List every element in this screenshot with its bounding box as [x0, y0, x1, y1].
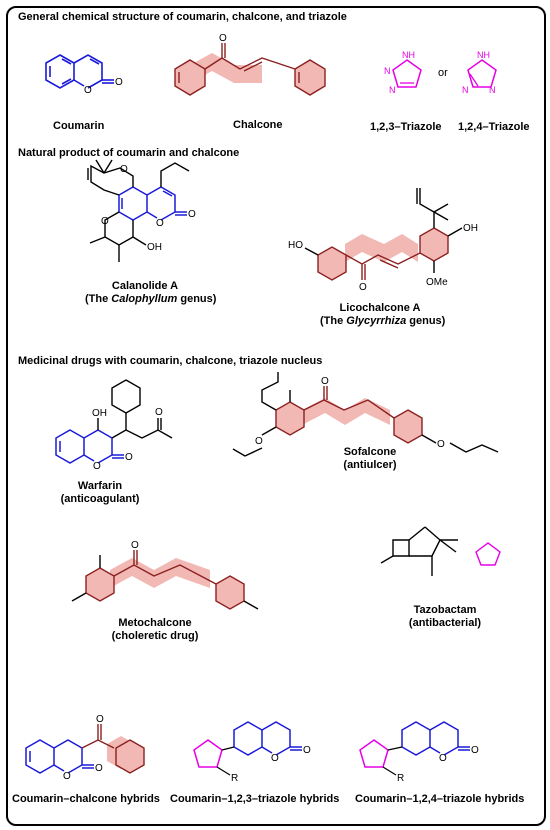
calanolide-ring-o: O — [156, 218, 164, 229]
carbonyl-oxygen-label: O — [115, 77, 123, 88]
hybrid3-ring-o: O — [439, 753, 447, 764]
warfarin-carbonyl-o: O — [125, 452, 133, 463]
triazole-124-nh-label: NH — [477, 50, 490, 60]
tazobactam-name: Tazobactam — [413, 604, 477, 616]
calanolide-name: Calanolide A — [111, 280, 179, 292]
warfarin-oh-label: OH — [92, 408, 107, 419]
warfarin-label: Warfarin (anticoagulant) — [50, 480, 150, 506]
coumarin-123-triazole-hybrid-structure: O O R — [193, 721, 311, 784]
hybrid2-carbonyl-o: O — [303, 745, 311, 756]
triazole-124-structure: NH N N — [462, 50, 497, 95]
calanolide-genus: Calophyllum — [111, 293, 178, 305]
metochalcone-label: Metochalcone (choleretic drug) — [100, 617, 210, 643]
sofalcone-name: Sofalcone — [343, 446, 397, 458]
licochalcone-source-post: genus) — [406, 315, 446, 327]
hybrid-124-label: Coumarin–1,2,4–triazole hybrids — [355, 793, 525, 805]
sofalcone-ether-o: O — [255, 436, 263, 447]
sofalcone-ether-o2: O — [437, 439, 445, 450]
sofalcone-label: Sofalcone (antiulcer) — [330, 446, 410, 472]
triazole-124-n-label: N — [462, 85, 469, 95]
licochalcone-label: Licochalcone A (The Glycyrrhiza genus) — [320, 302, 445, 328]
warfarin-use: (anticoagulant) — [60, 493, 140, 505]
chalcone-structure: O — [174, 33, 326, 96]
tazobactam-structure — [380, 526, 501, 576]
triazole-123-structure: NH N N — [384, 50, 422, 95]
triazole-123-n2-label: N — [389, 85, 396, 95]
licochalcone-oh-label: OH — [463, 223, 478, 234]
triazole-123-label: 1,2,3–Triazole — [370, 121, 442, 133]
or-word: or — [438, 67, 448, 79]
warfarin-ring-o: O — [93, 461, 101, 472]
licochalcone-source: (The Glycyrrhiza genus) — [320, 315, 445, 328]
section-heading-general: General chemical structure of coumarin, … — [18, 11, 347, 23]
licochalcone-ho-label: HO — [288, 240, 303, 251]
tazobactam-label: Tazobactam (antibacterial) — [395, 604, 495, 630]
chalcone-oxygen-label: O — [219, 33, 227, 44]
coumarin-chalcone-hybrid-structure: O O O — [25, 714, 145, 782]
coumarin-label: Coumarin — [53, 120, 105, 132]
hybrid3-carbonyl-o: O — [471, 745, 479, 756]
coumarin-124-triazole-hybrid-structure: O O R — [359, 721, 479, 784]
hybrid-chalcone-label: Coumarin–chalcone hybrids — [12, 793, 160, 805]
licochalcone-a-structure: HO O OH OMe — [288, 188, 478, 293]
metochalcone-name: Metochalcone — [118, 617, 192, 629]
licochalcone-o-label: O — [359, 282, 367, 293]
warfarin-name: Warfarin — [77, 480, 123, 492]
hybrid1-ring-o: O — [63, 771, 71, 782]
section-heading-natural: Natural product of coumarin and chalcone — [18, 147, 240, 159]
metochalcone-use: (choleretic drug) — [111, 630, 199, 642]
sofalcone-use: (antiulcer) — [343, 459, 397, 471]
triazole-124-n2-label: N — [489, 85, 496, 95]
triazole-123-nh-label: NH — [402, 50, 415, 60]
chalcone-label: Chalcone — [233, 119, 283, 131]
calanolide-oh-label: OH — [147, 242, 162, 253]
metochalcone-structure: O — [71, 540, 259, 610]
calanolide-carbonyl-o: O — [188, 209, 196, 220]
licochalcone-name: Licochalcone A — [339, 302, 421, 314]
section-heading-drugs: Medicinal drugs with coumarin, chalcone,… — [18, 355, 323, 367]
hybrid1-carbonyl-o: O — [95, 763, 103, 774]
hybrid3-r-label: R — [397, 773, 404, 784]
calanolide-label: Calanolide A (The Calophyllum genus) — [85, 280, 216, 306]
hybrid1-ketone-o: O — [96, 714, 104, 725]
triazole-123-n-label: N — [384, 66, 391, 76]
coumarin-structure: O O — [45, 54, 123, 96]
calanolide-ring-o2: O — [101, 216, 109, 227]
metochalcone-ketone-o: O — [131, 540, 139, 551]
calanolide-source-post: genus) — [177, 293, 217, 305]
licochalcone-source-pre: (The — [320, 315, 347, 327]
licochalcone-ome-label: OMe — [426, 277, 448, 288]
hybrid2-r-label: R — [231, 773, 238, 784]
warfarin-ketone-o: O — [155, 407, 163, 418]
sofalcone-ketone-o: O — [321, 376, 329, 387]
calanolide-a-structure: O O O O OH — [87, 159, 196, 262]
hybrid-123-label: Coumarin–1,2,3–triazole hybrids — [170, 793, 340, 805]
ring-oxygen-label: O — [84, 85, 92, 96]
triazole-124-label: 1,2,4–Triazole — [458, 121, 530, 133]
tazobactam-use: (antibacterial) — [408, 617, 482, 629]
warfarin-structure: O O OH O — [55, 379, 173, 472]
calanolide-pyran-o: O — [120, 164, 128, 175]
calanolide-source-pre: (The — [85, 293, 112, 305]
calanolide-source: (The Calophyllum genus) — [85, 293, 216, 306]
licochalcone-genus: Glycyrrhiza — [346, 315, 407, 327]
sofalcone-structure: O O O — [232, 372, 499, 457]
hybrid2-ring-o: O — [271, 753, 279, 764]
